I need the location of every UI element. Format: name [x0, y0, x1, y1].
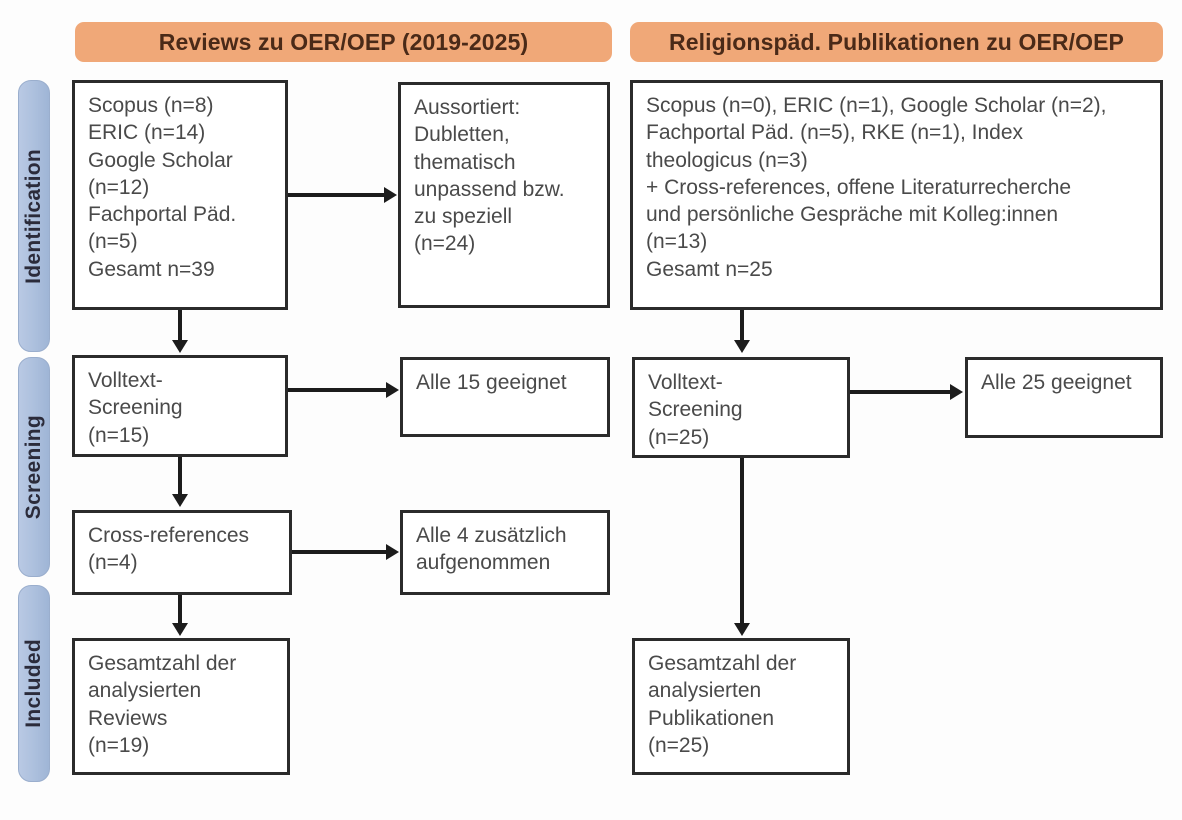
box-line: Alle 25 geeignet [981, 371, 1132, 394]
box-line: Publikationen [648, 706, 775, 730]
box-line: und persönliche Gespräche mit Kolleg:inn… [646, 203, 1059, 227]
box-line: Alle 4 zusätzlich [416, 524, 567, 547]
box-line: (n=25) [648, 733, 710, 757]
box-right-fulltext-screening: Volltext- Screening (n=25) [632, 357, 850, 458]
box-line: Volltext- [88, 369, 163, 392]
box-line: Fachportal Päd. (n=5), RKE (n=1), Index [646, 121, 1024, 145]
stage-bar-identification-label: Identification [22, 148, 45, 284]
box-line: Gesamt n=39 [88, 257, 215, 281]
box-line: Reviews [88, 706, 168, 730]
box-line: (n=19) [88, 733, 150, 757]
box-line: (n=15) [88, 423, 150, 447]
box-line: Scopus (n=8) [88, 94, 214, 117]
box-line: + Cross-references, offene Literaturrech… [646, 175, 1072, 199]
arrowhead-left-sources-to-excluded [384, 187, 397, 203]
arrowhead-left-fulltext-to-eligible [386, 382, 399, 398]
box-line: Dubletten, [414, 123, 510, 147]
box-right-all-eligible: Alle 25 geeignet [965, 357, 1163, 438]
box-line: theologicus (n=3) [646, 148, 808, 172]
arrowhead-right-fulltext-to-included [734, 623, 750, 636]
box-line: (n=4) [88, 551, 138, 575]
box-line: Screening [88, 396, 183, 420]
stage-bar-included: Included [18, 585, 50, 782]
box-left-all-eligible: Alle 15 geeignet [400, 357, 610, 437]
box-left-identification-sources: Scopus (n=8) ERIC (n=14) Google Scholar … [72, 80, 288, 310]
box-line: analysierten [88, 679, 202, 703]
box-line: (n=24) [414, 232, 476, 256]
box-line: Google Scholar [88, 148, 233, 172]
box-line: Screening [648, 398, 743, 422]
box-line: Cross-references [88, 524, 250, 547]
arrowhead-right-sources-to-fulltext [734, 340, 750, 353]
box-line: Gesamtzahl der [648, 652, 797, 675]
box-line: (n=25) [648, 425, 710, 449]
box-line: zu speziell [414, 205, 513, 229]
box-left-fulltext-screening: Volltext- Screening (n=15) [72, 355, 288, 457]
column-header-left: Reviews zu OER/OEP (2019-2025) [75, 22, 612, 62]
connector-right-fulltext-to-included [740, 458, 744, 625]
box-line: unpassend bzw. [414, 177, 565, 201]
column-header-left-label: Reviews zu OER/OEP (2019-2025) [158, 28, 529, 55]
box-line: Aussortiert: [414, 96, 521, 119]
connector-left-fulltext-to-crossref [178, 457, 182, 495]
box-line: (n=12) [88, 175, 150, 199]
box-line: aufgenommen [416, 551, 551, 575]
connector-right-fulltext-to-eligible [850, 390, 950, 394]
connector-right-sources-to-fulltext [740, 310, 744, 342]
box-left-cross-references: Cross-references (n=4) [72, 510, 292, 595]
box-line: (n=5) [88, 230, 138, 254]
box-right-identification-sources: Scopus (n=0), ERIC (n=1), Google Scholar… [630, 80, 1163, 310]
connector-left-sources-to-fulltext [178, 310, 182, 342]
box-line: analysierten [648, 679, 762, 703]
connector-left-crossref-to-added [292, 550, 386, 554]
box-line: Volltext- [648, 371, 723, 394]
box-line: Scopus (n=0), ERIC (n=1), Google Scholar… [646, 94, 1107, 117]
box-left-excluded: Aussortiert: Dubletten, thematisch unpas… [398, 82, 610, 308]
arrowhead-left-crossref-to-added [386, 544, 399, 560]
stage-bar-identification: Identification [18, 80, 50, 352]
stage-bar-included-label: Included [22, 639, 45, 728]
box-left-included-total: Gesamtzahl der analysierten Reviews (n=1… [72, 638, 290, 775]
arrowhead-left-fulltext-to-crossref [172, 494, 188, 507]
arrowhead-right-fulltext-to-eligible [950, 384, 963, 400]
stage-bar-screening: Screening [18, 357, 50, 577]
box-line: ERIC (n=14) [88, 121, 206, 145]
box-line: thematisch [414, 150, 516, 174]
column-header-right-label: Religionspäd. Publikationen zu OER/OEP [669, 28, 1124, 55]
column-header-right: Religionspäd. Publikationen zu OER/OEP [630, 22, 1163, 62]
arrowhead-left-crossref-to-included [172, 623, 188, 636]
connector-left-fulltext-to-eligible [288, 388, 386, 392]
box-line: Alle 15 geeignet [416, 371, 567, 394]
box-line: Gesamt n=25 [646, 257, 773, 281]
box-line: Gesamtzahl der [88, 652, 237, 675]
connector-left-sources-to-excluded [288, 193, 384, 197]
box-right-included-total: Gesamtzahl der analysierten Publikatione… [632, 638, 850, 775]
box-line: Fachportal Päd. [88, 203, 237, 227]
box-left-all-added: Alle 4 zusätzlich aufgenommen [400, 510, 610, 595]
box-line: (n=13) [646, 230, 708, 254]
connector-left-crossref-to-included [178, 595, 182, 625]
stage-bar-screening-label: Screening [22, 414, 45, 520]
arrowhead-left-sources-to-fulltext [172, 340, 188, 353]
